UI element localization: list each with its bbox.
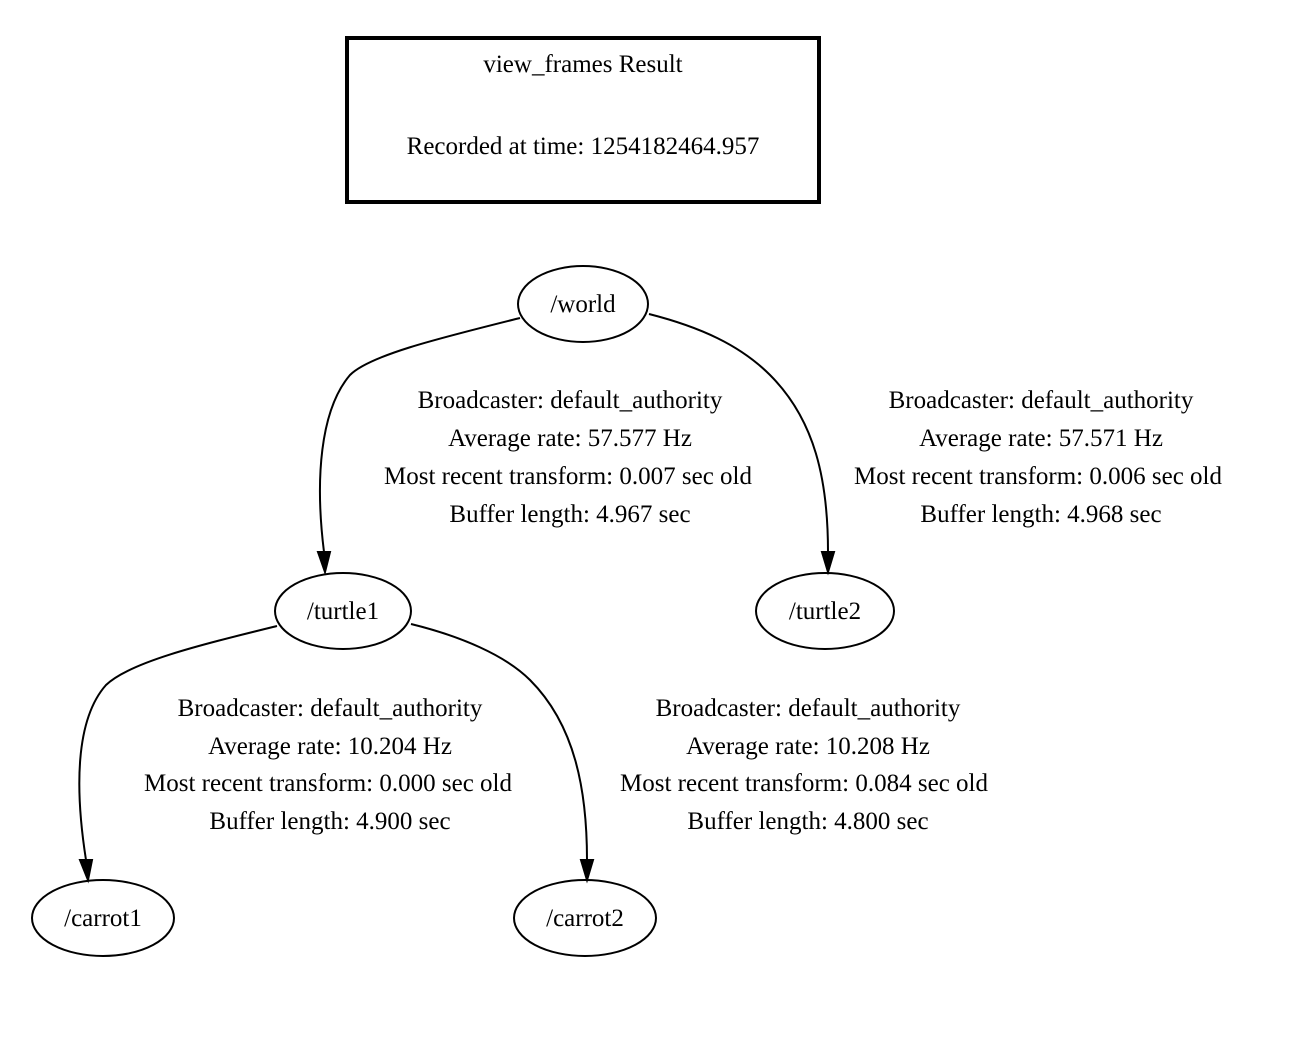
edge-recent-transform: Most recent transform: 0.006 sec old xyxy=(854,463,1222,490)
node-label: /carrot1 xyxy=(64,905,142,932)
edge-average-rate: Average rate: 10.208 Hz xyxy=(686,733,930,760)
edge-recent-transform: Most recent transform: 0.084 sec old xyxy=(620,770,988,797)
node-ellipse xyxy=(31,879,175,957)
diagram-title: view_frames Result xyxy=(483,51,682,78)
node-turtle2[interactable]: /turtle2 xyxy=(755,572,895,650)
edge-broadcaster: Broadcaster: default_authority xyxy=(178,695,483,722)
edge-recent-transform: Most recent transform: 0.000 sec old xyxy=(144,770,512,797)
edge-buffer-length: Buffer length: 4.900 sec xyxy=(209,808,450,835)
node-ellipse xyxy=(755,572,895,650)
edge-line xyxy=(78,625,278,861)
edge-broadcaster: Broadcaster: default_authority xyxy=(656,695,961,722)
node-carrot2[interactable]: /carrot2 xyxy=(513,879,657,957)
edge-world-turtle1: Broadcaster: default_authority Average r… xyxy=(316,317,752,576)
edge-buffer-length: Buffer length: 4.968 sec xyxy=(920,501,1161,528)
arrowhead-icon xyxy=(579,859,595,884)
arrowhead-icon xyxy=(78,859,94,884)
node-label: /world xyxy=(550,291,616,318)
edge-average-rate: Average rate: 10.204 Hz xyxy=(208,733,452,760)
node-label: /turtle1 xyxy=(307,598,379,625)
arrowhead-icon xyxy=(316,551,332,576)
edge-average-rate: Average rate: 57.577 Hz xyxy=(448,425,692,452)
edge-buffer-length: Buffer length: 4.800 sec xyxy=(687,808,928,835)
node-turtle1[interactable]: /turtle1 xyxy=(274,572,412,650)
recorded-time: Recorded at time: 1254182464.957 xyxy=(407,133,760,160)
node-label: /carrot2 xyxy=(546,905,624,932)
edge-turtle1-carrot2: Broadcaster: default_authority Average r… xyxy=(410,623,988,884)
node-world[interactable]: /world xyxy=(517,265,649,343)
edge-line xyxy=(410,623,588,861)
node-carrot1[interactable]: /carrot1 xyxy=(31,879,175,957)
edge-line xyxy=(648,313,829,553)
edge-broadcaster: Broadcaster: default_authority xyxy=(889,387,1194,414)
edge-turtle1-carrot1: Broadcaster: default_authority Average r… xyxy=(78,625,512,884)
edge-line xyxy=(318,317,521,553)
edge-recent-transform: Most recent transform: 0.007 sec old xyxy=(384,463,752,490)
arrowhead-icon xyxy=(820,551,836,576)
title-box: view_frames Result Recorded at time: 125… xyxy=(345,36,821,204)
title-box-border xyxy=(345,36,821,204)
edge-buffer-length: Buffer length: 4.967 sec xyxy=(449,501,690,528)
node-label: /turtle2 xyxy=(789,598,861,625)
edge-average-rate: Average rate: 57.571 Hz xyxy=(919,425,1163,452)
node-ellipse xyxy=(517,265,649,343)
node-ellipse xyxy=(513,879,657,957)
edge-broadcaster: Broadcaster: default_authority xyxy=(418,387,723,414)
node-ellipse xyxy=(274,572,412,650)
edge-world-turtle2: Broadcaster: default_authority Average r… xyxy=(648,313,1222,576)
